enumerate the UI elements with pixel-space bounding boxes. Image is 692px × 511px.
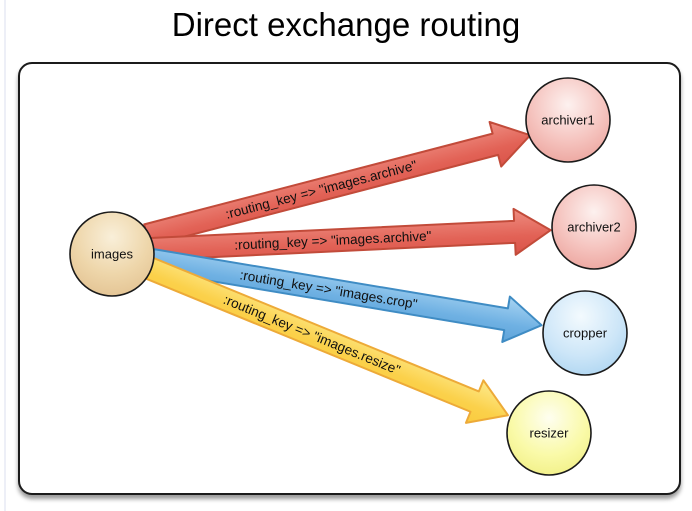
node-label: cropper <box>563 326 608 341</box>
arrow-shape <box>149 207 552 261</box>
node-circle <box>525 77 611 163</box>
diagram-title: Direct exchange routing <box>171 6 521 43</box>
arrow-shape <box>143 256 509 424</box>
binding-arrow-resizer: :routing_key => "images.resize" <box>143 256 509 424</box>
node-cropper: cropper <box>542 290 628 376</box>
node-archiver2: archiver2 <box>551 184 637 270</box>
node-images: images <box>69 211 155 297</box>
left-edge-line <box>4 0 6 511</box>
node-circle <box>542 290 628 376</box>
node-label: images <box>91 247 133 262</box>
node-circle <box>551 184 637 270</box>
node-label: archiver2 <box>567 220 620 235</box>
node-label: archiver1 <box>541 113 594 128</box>
binding-label: :routing_key => "images.archive" <box>224 157 419 221</box>
node-resizer: resizer <box>506 390 592 476</box>
routing-diagram-svg: :routing_key => "images.archive" :routin… <box>69 77 637 476</box>
node-label: resizer <box>529 426 569 441</box>
arrow-shape <box>143 120 532 247</box>
binding-arrow-archiver2: :routing_key => "images.archive" <box>149 207 552 261</box>
node-circle <box>506 390 592 476</box>
diagram-canvas: :routing_key => "images.archive" :routin… <box>18 62 681 495</box>
node-archiver1: archiver1 <box>525 77 611 163</box>
node-circle <box>69 211 155 297</box>
